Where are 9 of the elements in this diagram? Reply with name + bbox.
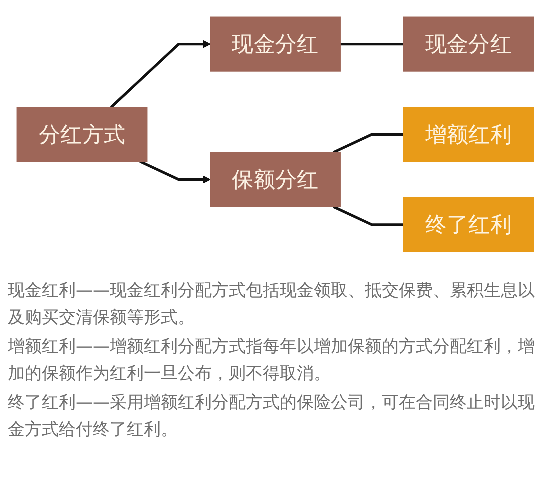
process-box: 终了红利 bbox=[403, 198, 534, 253]
process-box: 分红方式 bbox=[16, 107, 148, 163]
description-paragraph: 终了红利——采用增额红利分配方式的保险公司，可在合同终止时以现金方式给付终了红利。 bbox=[8, 392, 536, 442]
process-box: 现金分红 bbox=[403, 17, 534, 72]
process-box: 增额红利 bbox=[403, 107, 534, 163]
description-paragraph: 增额红利——增额红利分配方式指每年以增加保额的方式分配红利，增加的保额作为红利一旦公布，则不得取消。 bbox=[8, 336, 536, 386]
process-box: 保额分红 bbox=[210, 152, 341, 208]
description-paragraph: 现金红利——现金红利分配方式包括现金领取、抵交保费、累积生息以及购买交清保额等形式。 bbox=[8, 280, 536, 330]
process-box: 现金分红 bbox=[210, 17, 341, 72]
